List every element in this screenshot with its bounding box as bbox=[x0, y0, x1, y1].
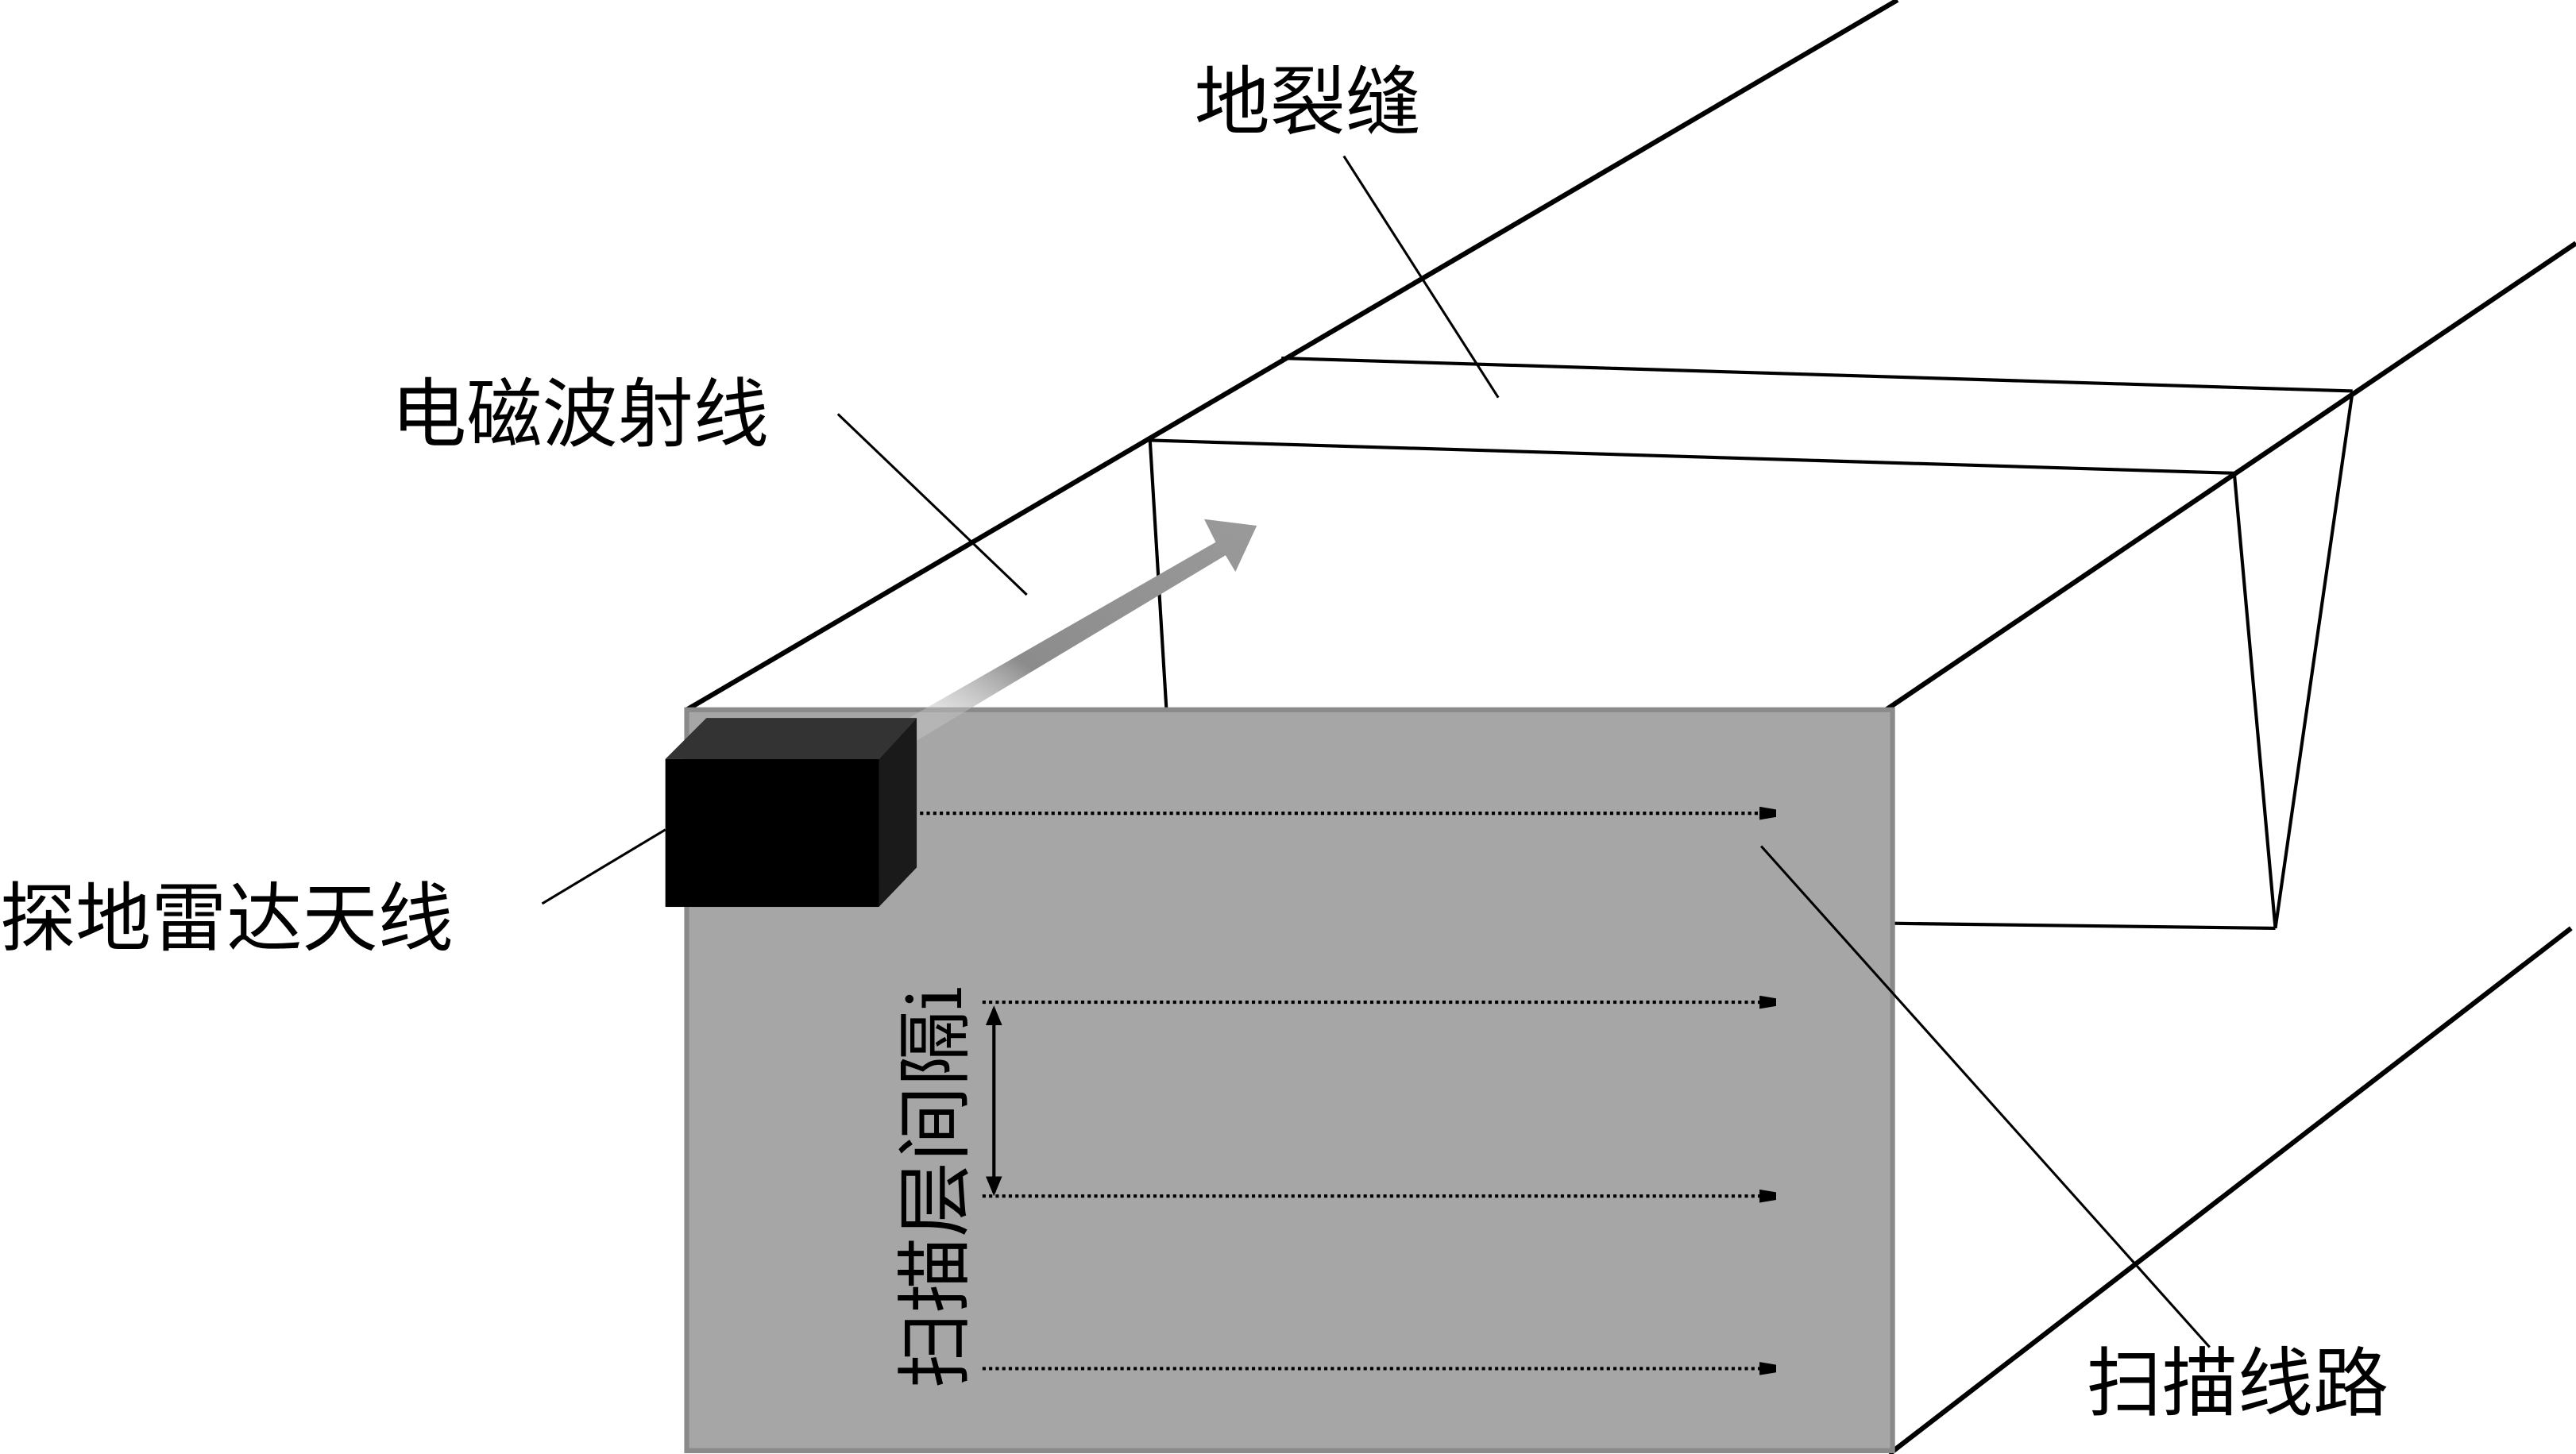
scan-lines bbox=[920, 813, 1774, 1368]
block-bottom-right-edge bbox=[1887, 926, 2573, 1454]
em-ray-arrow bbox=[900, 519, 1257, 743]
label-em-ray: 电磁波射线 bbox=[391, 371, 769, 458]
gpr-antenna-box bbox=[665, 718, 917, 908]
label-scan-interval: 扫描层间隔i bbox=[892, 986, 979, 1388]
scan-plane bbox=[684, 707, 1895, 1453]
block-top-right-edge bbox=[1884, 241, 2576, 712]
label-crack: 地裂缝 bbox=[1195, 59, 1421, 146]
label-gpr-antenna: 探地雷达天线 bbox=[0, 876, 454, 963]
leader-em-ray bbox=[836, 413, 1028, 596]
block-top-left-edge bbox=[685, 0, 1899, 712]
leader-scan-route bbox=[1759, 845, 2211, 1348]
leader-antenna bbox=[541, 828, 666, 905]
crack-wedge bbox=[1148, 356, 2354, 931]
label-scan-route: 扫描线路 bbox=[2087, 1340, 2389, 1428]
leader-crack bbox=[1342, 155, 1500, 399]
